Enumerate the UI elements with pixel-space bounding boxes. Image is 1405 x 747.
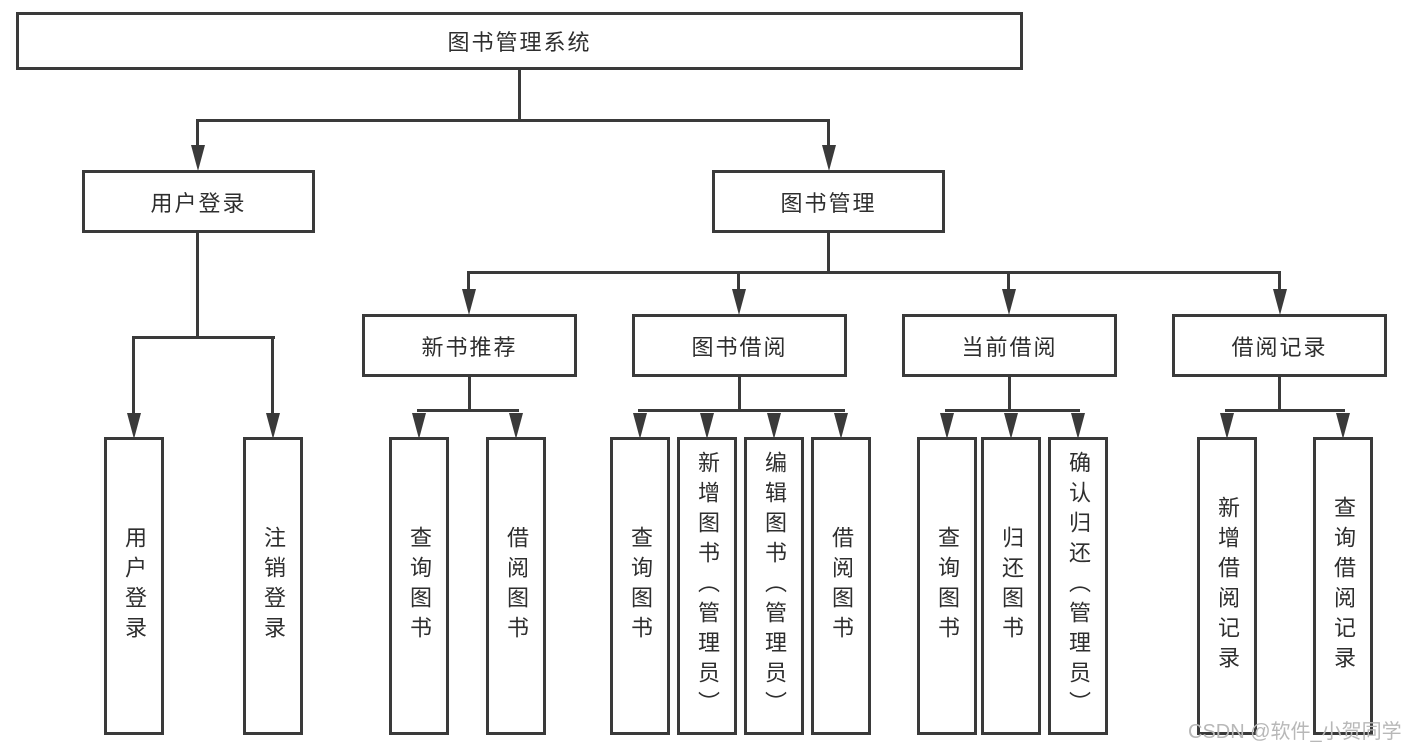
connector-line	[1278, 271, 1281, 291]
connector-line	[827, 119, 830, 147]
node-current-borrowing: 当前借阅	[902, 314, 1117, 377]
node-label-current-borrowing: 当前借阅	[961, 334, 1058, 360]
connector-line	[737, 271, 740, 291]
node-label-leaf-bb-borrow-books: 借阅图书	[829, 526, 854, 646]
connector-line	[196, 233, 199, 339]
node-user-login-group: 用户登录	[82, 170, 315, 233]
node-leaf-bb-query-books: 查询图书	[610, 437, 670, 735]
arrow-down-icon	[633, 413, 647, 439]
arrow-down-icon	[700, 413, 714, 439]
arrow-down-icon	[732, 289, 746, 315]
connector-line	[468, 377, 471, 411]
node-leaf-user-login: 用户登录	[104, 437, 164, 735]
node-leaf-nb-query-books: 查询图书	[389, 437, 449, 735]
node-leaf-bb-add-books: 新增图书（管理员）	[677, 437, 737, 735]
connector-line	[1278, 377, 1281, 411]
node-leaf-cb-return-books: 归还图书	[981, 437, 1041, 735]
node-label-leaf-br-query-record: 查询借阅记录	[1331, 496, 1356, 676]
node-label-leaf-br-add-record: 新增借阅记录	[1215, 496, 1240, 676]
arrow-down-icon	[509, 413, 523, 439]
node-leaf-br-add-record: 新增借阅记录	[1197, 437, 1257, 735]
node-leaf-logout: 注销登录	[243, 437, 303, 735]
node-leaf-bb-edit-books: 编辑图书（管理员）	[744, 437, 804, 735]
node-label-root-system: 图书管理系统	[447, 30, 592, 55]
arrow-down-icon	[1004, 413, 1018, 439]
node-book-management: 图书管理	[712, 170, 945, 233]
arrow-down-icon	[767, 413, 781, 439]
connector-line	[467, 271, 1281, 274]
node-leaf-cb-confirm-return: 确认归还（管理员）	[1048, 437, 1108, 735]
node-label-leaf-nb-borrow-books: 借阅图书	[504, 526, 529, 646]
node-borrowing-records: 借阅记录	[1172, 314, 1387, 377]
connector-line	[1008, 377, 1011, 411]
node-leaf-br-query-record: 查询借阅记录	[1313, 437, 1373, 735]
connector-line	[132, 336, 275, 339]
node-label-borrowing-records: 借阅记录	[1231, 334, 1328, 360]
node-label-leaf-bb-query-books: 查询图书	[628, 526, 653, 646]
connector-line	[467, 271, 470, 291]
arrow-down-icon	[1002, 289, 1016, 315]
arrow-down-icon	[412, 413, 426, 439]
arrow-down-icon	[1336, 413, 1350, 439]
node-label-user-login-group: 用户登录	[150, 190, 247, 216]
connector-line	[1007, 271, 1010, 291]
node-label-leaf-cb-return-books: 归还图书	[999, 526, 1024, 646]
connector-line	[196, 119, 199, 147]
connector-line	[518, 69, 521, 120]
arrow-down-icon	[462, 289, 476, 315]
connector-line	[271, 336, 274, 414]
arrow-down-icon	[1071, 413, 1085, 439]
node-new-book-recommend: 新书推荐	[362, 314, 577, 377]
arrow-down-icon	[940, 413, 954, 439]
node-label-leaf-cb-query-books: 查询图书	[935, 526, 960, 646]
node-label-leaf-logout: 注销登录	[261, 526, 286, 646]
node-leaf-bb-borrow-books: 借阅图书	[811, 437, 871, 735]
arrow-down-icon	[127, 413, 141, 439]
connector-line	[196, 119, 830, 122]
connector-line	[417, 409, 519, 412]
node-leaf-nb-borrow-books: 借阅图书	[486, 437, 546, 735]
node-label-new-book-recommend: 新书推荐	[421, 334, 518, 360]
csdn-watermark: CSDN @软件_小贺同学	[1188, 721, 1402, 743]
node-label-leaf-bb-edit-books: 编辑图书（管理员）	[762, 451, 787, 721]
connector-line	[1225, 409, 1345, 412]
node-label-leaf-bb-add-books: 新增图书（管理员）	[695, 451, 720, 721]
arrow-down-icon	[1220, 413, 1234, 439]
arrow-down-icon	[266, 413, 280, 439]
node-label-leaf-cb-confirm-return: 确认归还（管理员）	[1066, 451, 1091, 721]
arrow-down-icon	[834, 413, 848, 439]
node-book-borrowing: 图书借阅	[632, 314, 847, 377]
node-label-leaf-user-login: 用户登录	[122, 526, 147, 646]
connector-line	[827, 233, 830, 274]
node-root-system: 图书管理系统	[16, 12, 1023, 70]
arrow-down-icon	[191, 145, 205, 171]
connector-line	[638, 409, 845, 412]
arrow-down-icon	[1273, 289, 1287, 315]
connector-line	[945, 409, 1080, 412]
connector-line	[738, 377, 741, 411]
node-label-leaf-nb-query-books: 查询图书	[407, 526, 432, 646]
node-leaf-cb-query-books: 查询图书	[917, 437, 977, 735]
node-label-book-borrowing: 图书借阅	[691, 334, 788, 360]
connector-line	[132, 336, 135, 414]
node-label-book-management: 图书管理	[780, 190, 877, 216]
arrow-down-icon	[822, 145, 836, 171]
